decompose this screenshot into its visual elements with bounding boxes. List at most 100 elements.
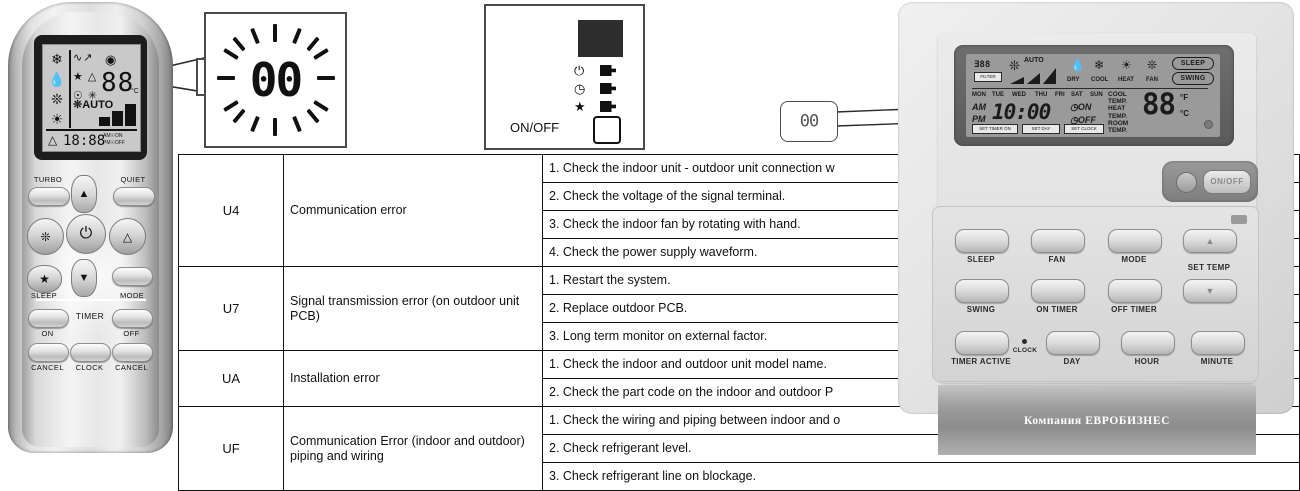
set-timer-tag: SET TIMER ON	[972, 124, 1018, 134]
status-indicator	[1176, 172, 1197, 193]
timer-indicator-row: ◷	[574, 80, 636, 98]
brand-text: Компания ЕВРОБИЗНЕС	[1023, 415, 1171, 427]
cancel-left-button[interactable]	[28, 343, 69, 362]
timer-off-button[interactable]	[112, 309, 153, 328]
key-swing[interactable]	[955, 279, 1009, 303]
lcd-divider-horizontal	[46, 129, 137, 131]
sleep-button[interactable]: ★	[27, 265, 62, 293]
led-icon	[600, 65, 616, 76]
day-mon: MON	[972, 92, 986, 98]
dry-label: DRY	[1067, 77, 1080, 83]
error-description: Communication Error (indoor and outdoor)…	[283, 406, 543, 491]
filter-code: ∃88	[974, 60, 991, 70]
label-hour: HOUR	[1134, 357, 1160, 366]
timer-on-label: ON	[1077, 102, 1092, 112]
error-code: U7	[178, 266, 284, 351]
day-wed: WED	[1012, 92, 1026, 98]
day-tue: TUE	[992, 92, 1004, 98]
airflow-icon: ∿↗	[73, 52, 94, 64]
label-on-timer: ON TIMER	[1036, 305, 1078, 314]
error-code: U4	[178, 154, 284, 267]
error-description: Signal transmission error (on outdoor un…	[283, 266, 543, 351]
label-set-temp: SET TEMP	[1187, 263, 1231, 272]
lcd-off: OFF	[114, 140, 125, 146]
cool-icon: ❄	[1094, 58, 1105, 72]
indoor-unit-panel-callout: ⏻ ◷ ★ ON/OFF	[484, 4, 645, 150]
key-minute[interactable]	[1191, 331, 1245, 355]
label-minute: MINUTE	[1200, 357, 1234, 366]
star-icon: ★ △	[73, 71, 98, 83]
quiet-button[interactable]	[113, 187, 155, 206]
timer-label: TIMER	[75, 311, 105, 321]
day-thu: THU	[1035, 92, 1048, 98]
lcd-temp-value: 88	[101, 68, 135, 98]
cancel-right-button[interactable]	[112, 343, 153, 362]
power-glyph-icon: ⏻	[574, 63, 585, 78]
blink-digits: 00	[249, 53, 303, 107]
onoff-label: ON/OFF	[510, 120, 560, 135]
sleep-indicator-row: ★	[574, 98, 636, 116]
callout-digits: 00	[799, 111, 820, 132]
set-day-tag: SET DAY	[1022, 124, 1060, 134]
temp-down-button[interactable]: ▼	[71, 259, 97, 297]
cool-label: COOL	[1091, 77, 1109, 83]
wall-onoff-button[interactable]: ON/OFF	[1203, 170, 1251, 194]
filter-tag: FILTER	[974, 72, 1002, 82]
turbo-button[interactable]	[28, 187, 70, 206]
swing-button[interactable]: △	[109, 218, 146, 255]
timer-glyph-icon: ◷	[574, 81, 586, 96]
mode-label: MODE	[119, 291, 145, 300]
fan-mode-icon: ❊	[1147, 58, 1158, 72]
key-mode[interactable]	[1108, 229, 1162, 253]
error-description: Communication error	[283, 154, 543, 267]
fan-level-bars	[1010, 68, 1060, 84]
temp-up-button[interactable]: ▲	[71, 175, 97, 213]
star-glyph-icon: ★	[574, 99, 586, 114]
lcd-temp-unit: °C	[131, 88, 139, 95]
key-fan[interactable]	[1031, 229, 1085, 253]
clock-value: 10:00	[992, 100, 1051, 124]
fan-speed-button[interactable]: ❊	[27, 218, 64, 255]
blink-graphic: 00	[216, 24, 335, 136]
key-temp-down[interactable]: ▼	[1183, 279, 1237, 303]
am-label: AM	[972, 102, 986, 112]
key-off-timer[interactable]	[1108, 279, 1162, 303]
led-icon	[600, 101, 616, 112]
key-hour[interactable]	[1121, 331, 1175, 355]
dry-icon: 💧	[1070, 58, 1085, 72]
mode-button[interactable]	[112, 267, 153, 286]
clock-button[interactable]	[70, 343, 111, 362]
heat-icon: ☀	[1121, 58, 1132, 72]
temperature-value: 88	[1142, 87, 1176, 121]
timer-on-button[interactable]	[28, 309, 69, 328]
label-day: DAY	[1063, 357, 1081, 366]
swing-icon: △	[122, 229, 133, 244]
swing-badge: SWING	[1172, 72, 1214, 85]
key-day[interactable]	[1046, 331, 1100, 355]
quiet-icon: ☉ ✳	[73, 90, 99, 102]
lcd-feature-icons: ∿↗ ★ △ ☉ ✳	[73, 49, 111, 106]
power-button[interactable]: ⏻	[66, 214, 106, 254]
label-mode: MODE	[1121, 255, 1147, 264]
indicator-list: ⏻ ◷ ★	[574, 62, 636, 116]
unit-fahrenheit: °F	[1180, 93, 1189, 102]
onoff-button[interactable]	[593, 116, 621, 144]
error-description: Installation error	[283, 350, 543, 407]
day-sun: SUN	[1090, 92, 1103, 98]
key-timer-active[interactable]	[955, 331, 1009, 355]
label-swing: SWING	[966, 305, 996, 314]
fan-mode-label: FAN	[1146, 77, 1158, 83]
handheld-remote: ❄ 💧 ❊ ☀ ∿↗ ★ △ ☉ ✳ ◉ 88 °C ❊AUTO △ 18:88…	[8, 2, 173, 453]
down-arrow-icon: ▼	[78, 272, 90, 284]
key-on-timer[interactable]	[1031, 279, 1085, 303]
key-sleep[interactable]	[955, 229, 1009, 253]
remote-lcd: ❄ 💧 ❊ ☀ ∿↗ ★ △ ☉ ✳ ◉ 88 °C ❊AUTO △ 18:88…	[42, 44, 141, 152]
wifi-icon: ◉	[105, 52, 117, 67]
clock-label: CLOCK	[75, 363, 104, 372]
key-temp-up[interactable]: ▲	[1183, 229, 1237, 253]
label-fan: FAN	[1048, 255, 1066, 264]
lcd-corner-dot	[1204, 120, 1213, 129]
pm-label: PM	[972, 114, 986, 124]
timer-off-label: OFF	[123, 329, 140, 338]
label-off-timer: OFF TIMER	[1111, 305, 1157, 314]
